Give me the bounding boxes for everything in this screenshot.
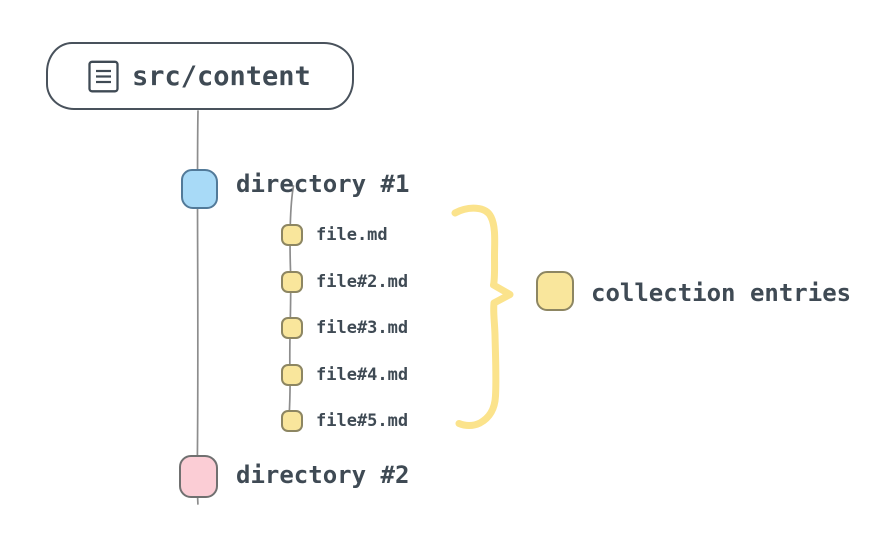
directory-2-node: [179, 455, 218, 498]
file-row: file#3.md: [281, 317, 408, 339]
directory-1-node: [181, 169, 218, 209]
legend-swatch: [536, 271, 574, 311]
file-label: file#3.md: [316, 318, 409, 338]
file-label: file#5.md: [316, 411, 409, 431]
file-row: file#4.md: [281, 363, 409, 386]
file-node: [281, 224, 303, 246]
legend-label: collection entries: [591, 279, 852, 307]
file-branch-line: [287, 185, 295, 430]
file-node: [281, 363, 303, 386]
file-label: file.md: [316, 225, 388, 245]
file-row: file.md: [281, 224, 388, 246]
directory-1-label: directory #1: [236, 170, 410, 198]
curly-brace: [451, 204, 514, 429]
file-node: [281, 317, 303, 339]
directory-2-label: directory #2: [236, 461, 410, 489]
root-folder-label: src/content: [132, 60, 311, 92]
file-node: [281, 270, 303, 293]
file-label: file#2.md: [316, 271, 409, 292]
file-row: file#5.md: [281, 410, 408, 432]
file-row: file#2.md: [281, 270, 409, 293]
trunk-line: [196, 110, 199, 456]
file-node: [281, 410, 303, 432]
file-label: file#4.md: [316, 364, 409, 385]
document-icon: [88, 60, 119, 93]
root-folder-box: src/content: [46, 42, 354, 110]
